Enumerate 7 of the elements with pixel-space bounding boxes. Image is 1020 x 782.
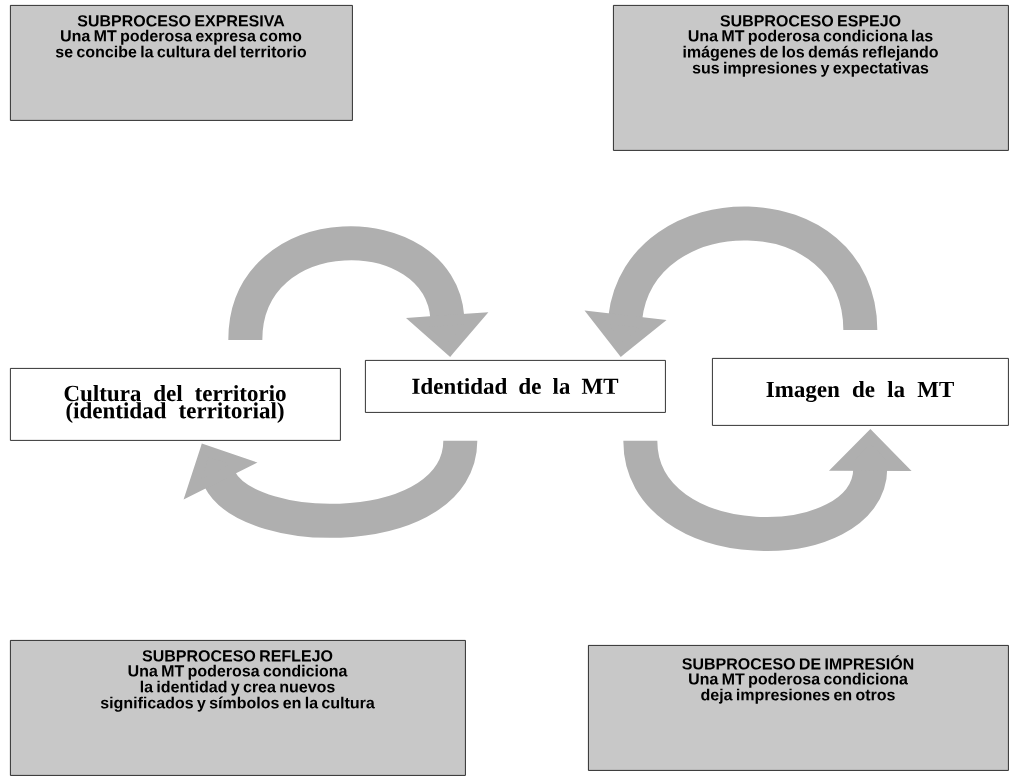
subprocess-box: SUBPROCESO EXPRESIVA Una MT poderosa expresa como se concibe la cultura del territorio <box>10 5 353 121</box>
subprocess-box: SUBPROCESO DE IMPRESIÓN Una MT poderosa condiciona deja impresiones en otros <box>588 645 1009 771</box>
subprocess-box: SUBPROCESO REFLEJO Una MT poderosa condiciona la identidad y crea nuevos significados y símbolos en la cultura <box>10 640 466 776</box>
concept-box: Cultura del territorio (identidad territorial) <box>10 368 341 441</box>
concept-box: Imagen de la MT <box>712 358 1009 426</box>
subprocess-box: SUBPROCESO ESPEJO Una MT poderosa condiciona las imágenes de los demás reflejando sus impresiones y expectativas <box>613 5 1009 151</box>
concept-box: Identidad de la MT <box>365 360 666 413</box>
